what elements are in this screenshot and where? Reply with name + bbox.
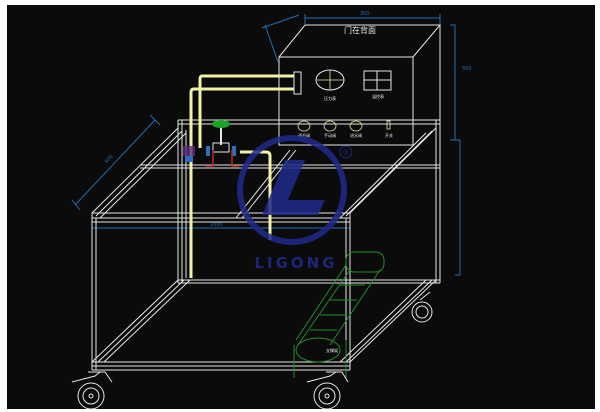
caster-icon — [411, 291, 433, 323]
pipes — [189, 71, 302, 278]
control-box — [278, 24, 442, 146]
display-meter — [363, 70, 392, 91]
knob-label: 进水阀 — [350, 132, 362, 138]
box-title: 门在背面 — [344, 25, 376, 35]
knob-icon — [323, 120, 337, 132]
switch-label: 开关 — [385, 132, 393, 138]
caster-icon — [306, 371, 349, 410]
knob-label: 调节阀 — [298, 132, 310, 138]
valve-handle-icon — [212, 120, 230, 128]
pressure-gauge — [315, 69, 345, 91]
knob-label: 手动阀 — [324, 132, 336, 138]
dimension-depth-label: 600 — [104, 154, 115, 165]
dimension-width-label: 300 — [360, 11, 370, 17]
knobs — [297, 120, 391, 132]
watermark-text: LIGONG — [254, 254, 337, 272]
casters — [71, 291, 433, 410]
gauge-label: 压力表 — [324, 95, 336, 101]
caster-icon — [71, 371, 113, 410]
valve — [183, 120, 239, 167]
dimension-lines — [71, 14, 461, 276]
valve-support — [206, 150, 239, 167]
dimension-length-label: 1000 — [210, 222, 223, 228]
conveyor — [293, 251, 385, 378]
ligong-logo-watermark: ® LIGONG — [237, 135, 353, 272]
switch-icon — [386, 120, 391, 130]
knob-icon — [297, 120, 311, 132]
dimension-height-label: 500 — [462, 66, 472, 72]
registered-mark: ® — [342, 148, 350, 157]
conveyor-label: 支撑架 — [326, 347, 338, 353]
meter-label: 温控表 — [372, 93, 384, 99]
knob-icon — [349, 120, 363, 132]
